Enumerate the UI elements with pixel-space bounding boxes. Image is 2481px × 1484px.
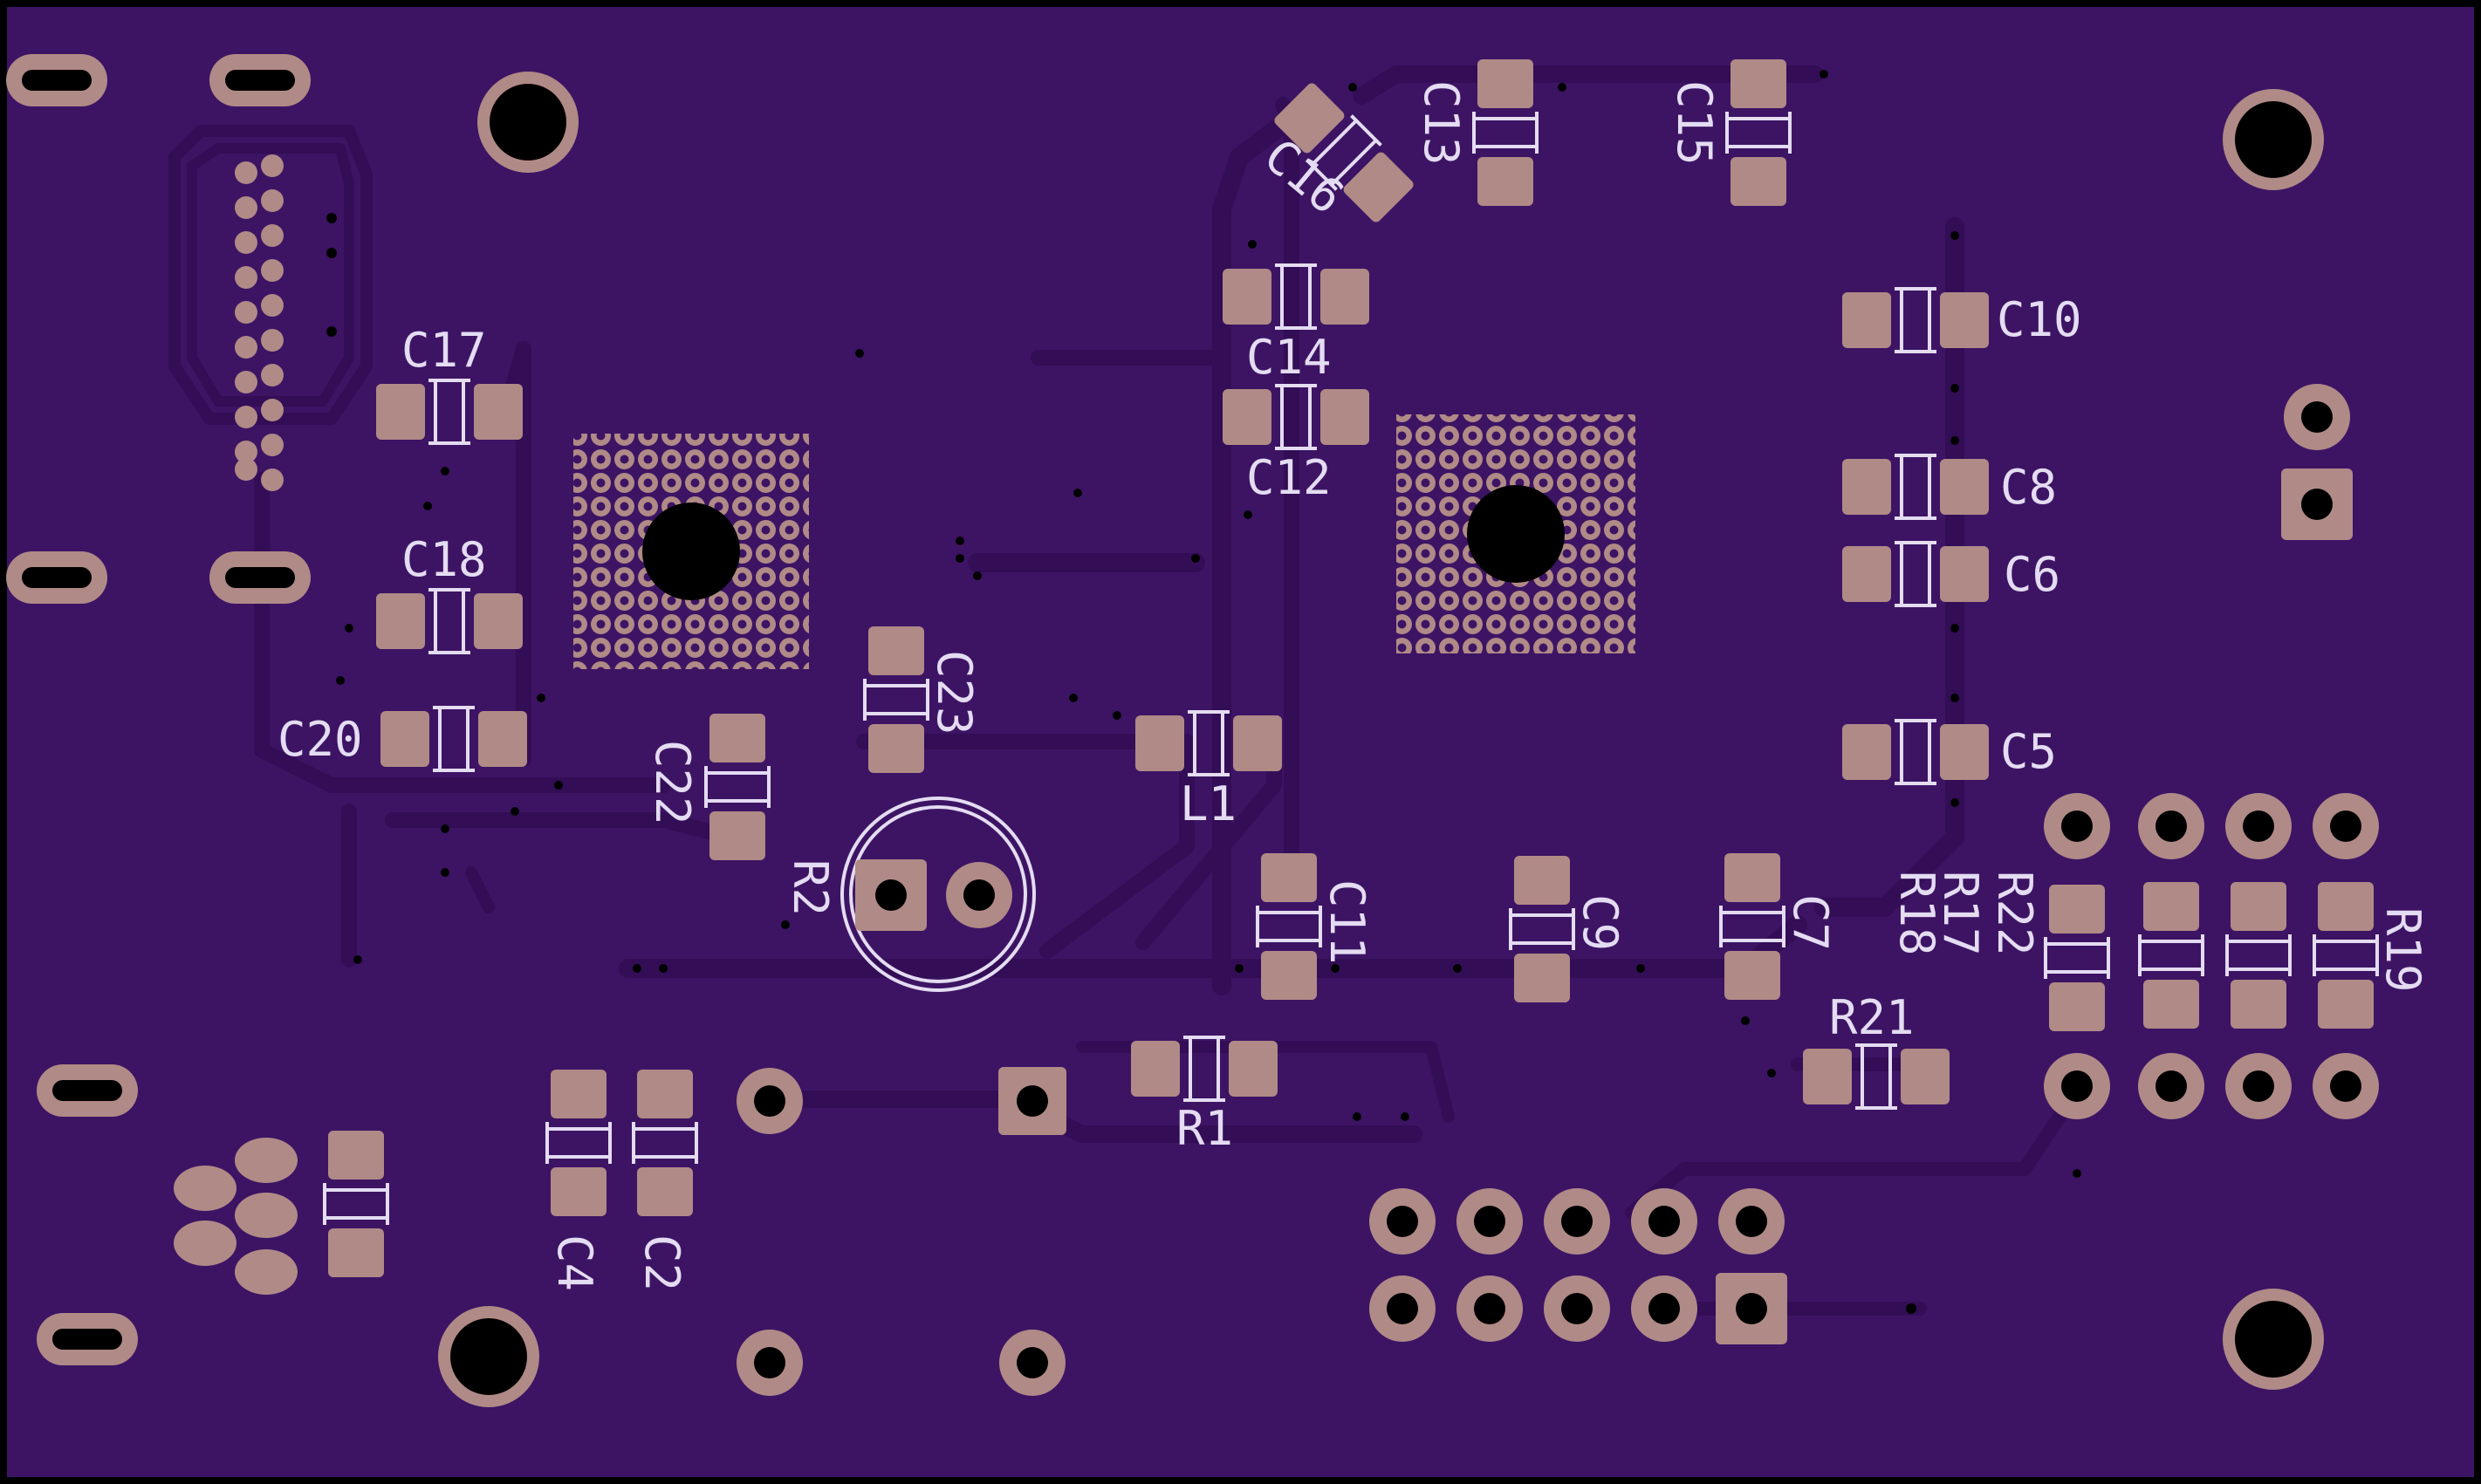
header-2x5 [1369,1188,1787,1344]
label-c11: C11 [1319,879,1374,965]
label-c2: C2 [634,1234,689,1291]
label-c17: C17 [401,323,487,378]
label-r18: R18 [1889,871,1944,956]
usb-connector-pins [235,154,284,491]
label-r2: R2 [783,859,838,916]
label-c10: C10 [1997,292,2082,347]
header-pin-square [2281,468,2353,540]
label-c22: C22 [645,740,700,825]
mounting-hole [2223,89,2324,190]
label-r1: R1 [1176,1101,1233,1156]
label-c14: C14 [1246,330,1332,385]
label-r21: R21 [1829,990,1915,1045]
label-c8: C8 [2000,460,2057,515]
mounting-hole [438,1306,539,1407]
label-r19: R19 [2375,907,2430,993]
mounting-hole [477,72,579,173]
label-c23: C23 [927,650,982,735]
thermal-via-array-right [1396,414,1635,653]
label-c5: C5 [2000,724,2057,779]
label-c12: C12 [1246,450,1332,505]
label-c18: C18 [401,532,487,587]
label-c20: C20 [278,712,363,767]
r2-footprint [840,797,1036,992]
crystal-pads [174,1138,298,1295]
label-c7: C7 [1783,894,1838,951]
label-c13: C13 [1414,80,1469,166]
thermal-via-array-left [573,434,809,669]
label-r22: R22 [1987,871,2042,956]
label-c9: C9 [1573,894,1628,951]
label-c15: C15 [1667,80,1722,166]
label-r17: R17 [1933,871,1988,956]
label-c6: C6 [2004,547,2060,602]
square-th-pad [998,1067,1066,1135]
label-l1: L1 [1180,776,1237,831]
mounting-hole [2223,1289,2324,1390]
label-c4: C4 [547,1234,602,1291]
